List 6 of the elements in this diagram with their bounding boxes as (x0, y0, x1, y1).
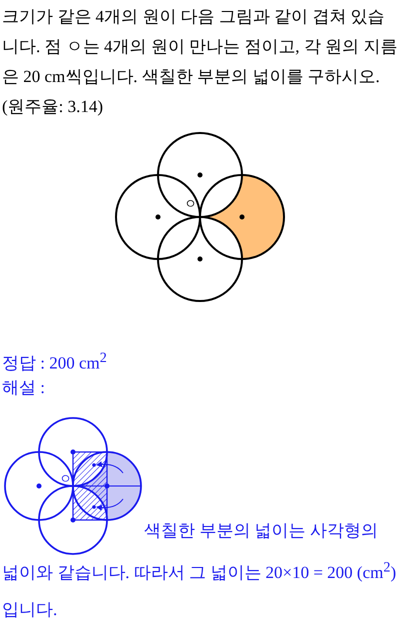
point-label: ㅇ (59, 472, 72, 486)
point-label: ㅇ (184, 197, 197, 211)
question-text: 크기가 같은 4개의 원이 다음 그림과 같이 겹쳐 있습니다. 점 ㅇ는 4개의 원이 만나는 점이고, 각 원의 지름은 20 cm씩입니다. 색칠한 부분의 넓이를 구하시오. (원주율: 3.14) (2, 6, 398, 118)
answer-text: 정답 : 200 cm$^{2}$ (2, 349, 108, 375)
explanation-heading: 해설 : (2, 377, 46, 399)
explanation-text: 색칠한 부분의 넓이는 사각형의 넓이와 같습니다. 따라서 그 넓이는 20×10 = 200 (cm$^{2}$)입니다. (2, 520, 398, 621)
